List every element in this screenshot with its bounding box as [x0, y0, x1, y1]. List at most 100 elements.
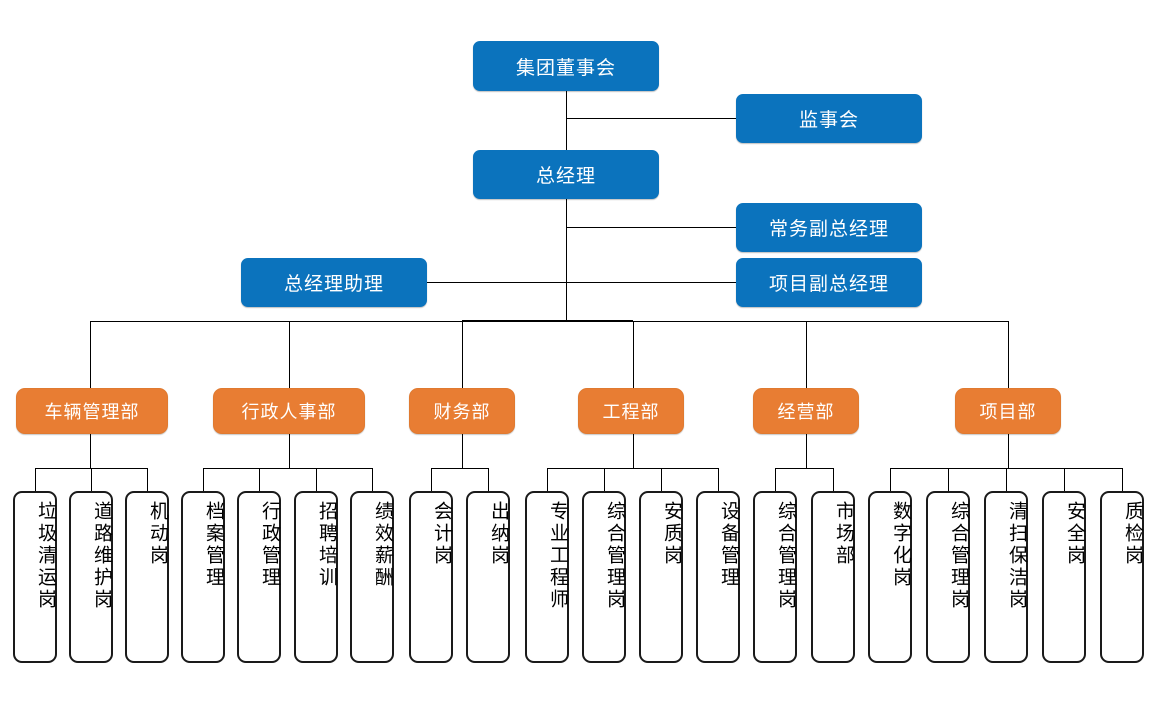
post-leg-equipment-management — [718, 468, 719, 492]
post-leg-quality-inspection — [1122, 468, 1123, 492]
post-admin-management[interactable]: 行政管理 — [237, 491, 281, 663]
post-stem-project — [1008, 434, 1009, 468]
department-leg-operations — [806, 321, 807, 388]
post-stem-finance — [462, 434, 463, 468]
post-leg-garbage-transport — [35, 468, 36, 492]
post-leg-marketing — [833, 468, 834, 492]
post-garbage-transport[interactable]: 垃圾清运岗 — [13, 491, 57, 663]
post-general-management-engineering-label: 综合管理岗 — [604, 501, 625, 611]
post-stem-engineering — [633, 434, 634, 468]
connector-board-to-gm — [566, 91, 567, 150]
node-gm-assistant[interactable]: 总经理助理 — [241, 258, 427, 307]
post-leg-admin-management — [259, 468, 260, 492]
post-bus-finance — [431, 468, 489, 469]
department-vehicle-management[interactable]: 车辆管理部 — [16, 388, 168, 434]
post-leg-accounting — [431, 468, 432, 492]
department-project[interactable]: 项目部 — [955, 388, 1061, 434]
post-leg-general-management-proj — [948, 468, 949, 492]
post-cashier[interactable]: 出纳岗 — [466, 491, 510, 663]
post-equipment-management[interactable]: 设备管理 — [696, 491, 740, 663]
post-leg-performance-pay — [372, 468, 373, 492]
department-project-label: 项目部 — [979, 402, 1037, 422]
post-cleaning-label: 清扫保洁岗 — [1006, 501, 1027, 611]
post-performance-pay-label: 绩效薪酬 — [372, 501, 393, 589]
post-marketing[interactable]: 市场部 — [811, 491, 855, 663]
department-leg-vehicle — [90, 321, 91, 388]
post-safety-quality[interactable]: 安质岗 — [639, 491, 683, 663]
node-board-label: 集团董事会 — [515, 57, 616, 79]
post-general-management-operations[interactable]: 综合管理岗 — [753, 491, 797, 663]
department-vehicle-management-label: 车辆管理部 — [44, 402, 140, 422]
post-archives-management-label: 档案管理 — [203, 501, 224, 589]
post-general-management-project-label: 综合管理岗 — [948, 501, 969, 611]
post-professional-engineer-label: 专业工程师 — [547, 501, 568, 611]
post-recruit-training[interactable]: 招聘培训 — [294, 491, 338, 663]
post-bus-operations — [775, 468, 834, 469]
department-leg-finance — [462, 321, 463, 388]
post-safety[interactable]: 安全岗 — [1042, 491, 1086, 663]
department-leg-project — [1008, 321, 1009, 388]
post-garbage-transport-label: 垃圾清运岗 — [35, 501, 56, 611]
post-general-management-operations-label: 综合管理岗 — [775, 501, 796, 611]
post-admin-management-label: 行政管理 — [259, 501, 280, 589]
node-project-deputy-gm[interactable]: 项目副总经理 — [736, 258, 922, 307]
department-leg-admin-hr — [289, 321, 290, 388]
post-general-management-project[interactable]: 综合管理岗 — [926, 491, 970, 663]
post-leg-general-management-ops — [775, 468, 776, 492]
post-stem-vehicle — [90, 434, 91, 468]
post-accounting[interactable]: 会计岗 — [409, 491, 453, 663]
department-admin-hr-label: 行政人事部 — [241, 402, 337, 422]
post-equipment-management-label: 设备管理 — [718, 501, 739, 589]
connector-gm-to-exec-deputy — [566, 227, 736, 228]
post-accounting-label: 会计岗 — [431, 501, 452, 567]
post-performance-pay[interactable]: 绩效薪酬 — [350, 491, 394, 663]
node-project-deputy-gm-label: 项目副总经理 — [768, 274, 889, 295]
post-safety-label: 安全岗 — [1064, 501, 1085, 567]
post-leg-digitalization — [890, 468, 891, 492]
node-executive-deputy-gm-label: 常务副总经理 — [768, 219, 889, 240]
post-stem-admin-hr — [289, 434, 290, 468]
post-quality-inspection[interactable]: 质检岗 — [1100, 491, 1144, 663]
node-general-manager[interactable]: 总经理 — [473, 150, 659, 199]
post-recruit-training-label: 招聘培训 — [316, 501, 337, 589]
post-bus-admin-hr — [203, 468, 373, 469]
post-cashier-label: 出纳岗 — [488, 501, 509, 567]
node-gm-assistant-label: 总经理助理 — [283, 274, 384, 295]
post-safety-quality-label: 安质岗 — [661, 501, 682, 567]
department-admin-hr[interactable]: 行政人事部 — [213, 388, 365, 434]
department-operations-label: 经营部 — [777, 402, 835, 422]
post-mobile-label: 机动岗 — [147, 501, 168, 567]
post-leg-safety — [1064, 468, 1065, 492]
node-supervisory-board[interactable]: 监事会 — [736, 94, 922, 143]
connector-gm-to-project-deputy — [566, 282, 736, 283]
post-road-maintenance[interactable]: 道路维护岗 — [69, 491, 113, 663]
node-supervisory-board-label: 监事会 — [798, 110, 859, 131]
node-executive-deputy-gm[interactable]: 常务副总经理 — [736, 203, 922, 252]
post-cleaning[interactable]: 清扫保洁岗 — [984, 491, 1028, 663]
department-engineering-label: 工程部 — [602, 402, 660, 422]
post-marketing-label: 市场部 — [833, 501, 854, 567]
post-leg-road-maintenance — [91, 468, 92, 492]
post-mobile[interactable]: 机动岗 — [125, 491, 169, 663]
post-digitalization-label: 数字化岗 — [890, 501, 911, 589]
post-leg-general-management-eng — [604, 468, 605, 492]
node-general-manager-label: 总经理 — [535, 166, 596, 187]
post-leg-recruit-training — [316, 468, 317, 492]
post-leg-mobile — [147, 468, 148, 492]
department-operations[interactable]: 经营部 — [753, 388, 859, 434]
post-archives-management[interactable]: 档案管理 — [181, 491, 225, 663]
node-board[interactable]: 集团董事会 — [473, 41, 659, 91]
post-digitalization[interactable]: 数字化岗 — [868, 491, 912, 663]
post-professional-engineer[interactable]: 专业工程师 — [525, 491, 569, 663]
post-general-management-engineering[interactable]: 综合管理岗 — [582, 491, 626, 663]
department-leg-engineering — [633, 321, 634, 388]
department-finance[interactable]: 财务部 — [409, 388, 515, 434]
department-engineering[interactable]: 工程部 — [578, 388, 684, 434]
post-leg-safety-quality — [661, 468, 662, 492]
connector-gm-stem-to-supervisory — [566, 118, 736, 119]
department-finance-label: 财务部 — [433, 402, 491, 422]
post-road-maintenance-label: 道路维护岗 — [91, 501, 112, 611]
post-stem-operations — [806, 434, 807, 468]
post-leg-cashier — [488, 468, 489, 492]
